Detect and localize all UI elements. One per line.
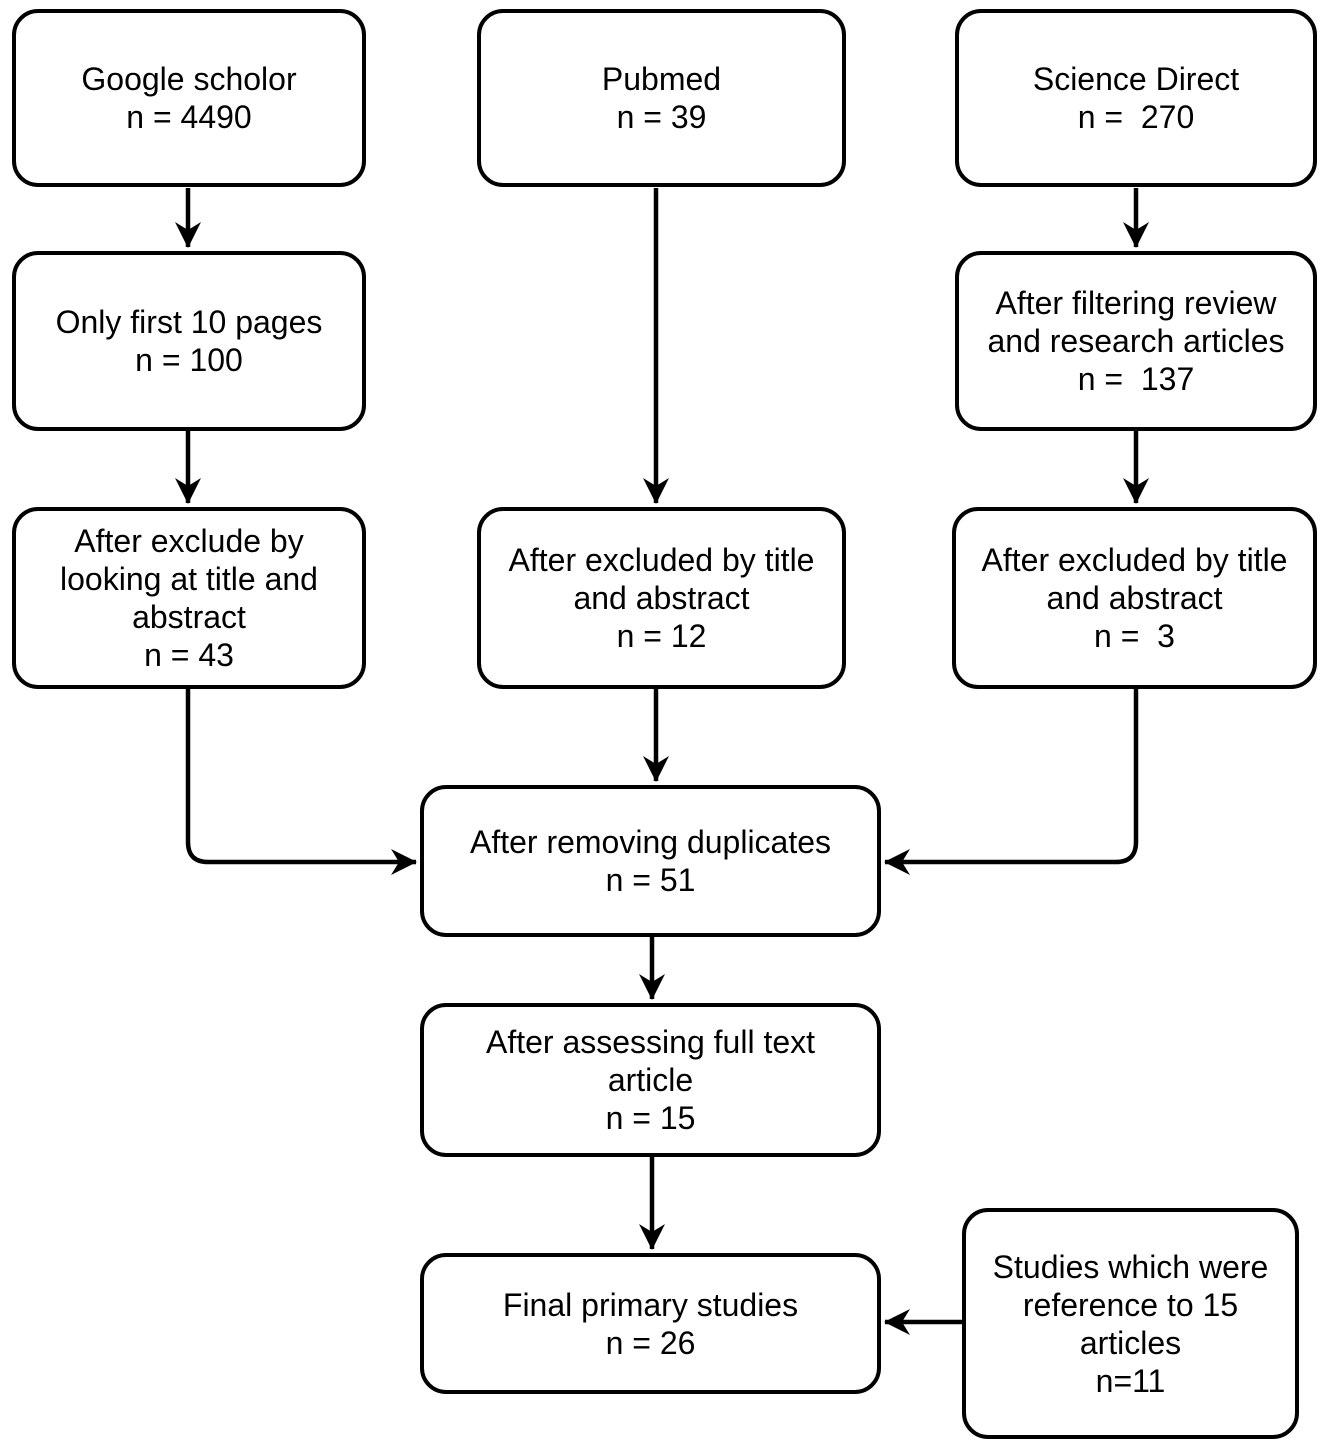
arrow-excluded-gs-to-duplicates: [185, 689, 417, 875]
node-label: After excluded by title and abstract: [981, 542, 1288, 616]
node-pubmed: Pubmed n = 39: [477, 9, 846, 187]
node-count: n = 26: [605, 1324, 696, 1361]
node-filtering-review-research: After filtering review and research arti…: [955, 251, 1317, 431]
node-count: n = 3: [1094, 618, 1175, 654]
node-final-primary-studies: Final primary studies n = 26: [420, 1253, 881, 1394]
node-excluded-title-abstract-sd: After excluded by title and abstract n =…: [952, 507, 1317, 689]
node-first-10-pages: Only first 10 pages n = 100: [12, 251, 366, 431]
node-label: After assessing full text article: [485, 1024, 816, 1098]
node-label: Pubmed: [601, 61, 722, 97]
node-label: Science Direct: [1032, 61, 1240, 97]
node-count: n = 51: [605, 862, 696, 898]
node-science-direct: Science Direct n = 270: [955, 9, 1317, 187]
node-count: n = 15: [605, 1100, 696, 1136]
node-label: After excluded by title and abstract: [508, 542, 815, 616]
node-google-scholar: Google scholor n = 4490: [12, 9, 366, 187]
node-count: n = 270: [1077, 99, 1195, 135]
node-label: After removing duplicates: [469, 824, 832, 860]
node-label: Final primary studies: [502, 1286, 799, 1323]
node-removing-duplicates: After removing duplicates n = 51: [420, 785, 881, 937]
node-count: n = 100: [135, 342, 243, 378]
node-label: After filtering review and research arti…: [987, 285, 1285, 359]
node-count: n=11: [1095, 1362, 1166, 1399]
arrow-excluded-sd-to-duplicates: [884, 689, 1139, 875]
node-count: n = 39: [616, 99, 707, 135]
node-label: Google scholor: [81, 61, 297, 97]
node-assessing-full-text: After assessing full text article n = 15: [420, 1003, 881, 1157]
node-reference-studies: Studies which were reference to 15 artic…: [962, 1208, 1299, 1439]
node-count: n = 12: [616, 618, 707, 654]
node-count: n = 137: [1077, 361, 1195, 397]
node-count: n = 4490: [126, 99, 252, 135]
node-count: n = 43: [144, 637, 234, 673]
node-label: Only first 10 pages: [55, 304, 323, 340]
node-label: After exclude by looking at title and ab…: [60, 523, 318, 635]
node-label: Studies which were reference to 15 artic…: [992, 1248, 1269, 1361]
node-excluded-title-abstract-gs: After exclude by looking at title and ab…: [12, 507, 366, 689]
node-excluded-title-abstract-pm: After excluded by title and abstract n =…: [477, 507, 846, 689]
